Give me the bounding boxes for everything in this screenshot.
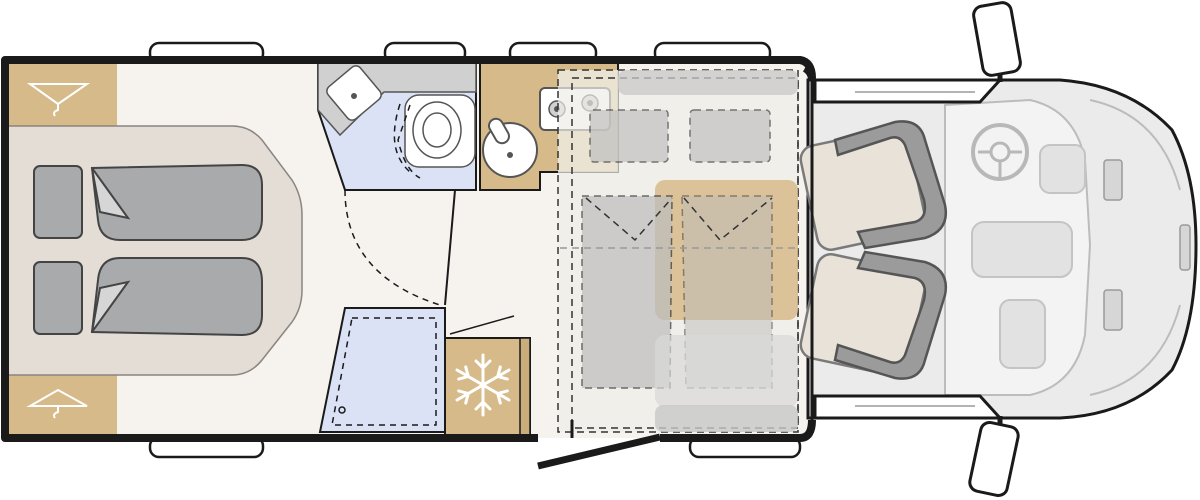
bench-backrest-top	[618, 70, 798, 95]
duvet-top-fold	[91, 167, 131, 220]
bedroom	[4, 60, 303, 438]
steering-wheel-icon	[971, 123, 1029, 181]
bathroom-door-wall	[444, 189, 456, 306]
cushion-top-left	[589, 109, 669, 163]
entry-door-leaf[interactable]	[537, 433, 661, 470]
bathroom	[317, 61, 477, 433]
cushion-top-right	[689, 109, 771, 163]
pillow-bottom	[33, 261, 83, 335]
fridge-side-panel	[519, 337, 531, 437]
bench-cushion-bottom	[655, 335, 798, 407]
hood-edge	[1089, 99, 1181, 396]
cab-seat-driver	[799, 120, 948, 251]
snowflake-icon	[455, 353, 511, 417]
dash-pad-1	[1039, 144, 1086, 194]
shower-drain	[338, 406, 346, 414]
hook-icon	[26, 83, 91, 117]
duvet-bottom	[90, 257, 263, 337]
bed-fold-right	[683, 197, 773, 242]
cab-door-top	[813, 78, 1004, 104]
grille	[1179, 224, 1191, 271]
cab-door-bottom	[813, 394, 1004, 420]
duvet-top	[90, 163, 263, 241]
dash-pad-2	[971, 221, 1073, 278]
bed-mattress	[4, 125, 303, 376]
sink-icon	[326, 65, 382, 121]
bed-fold-left	[585, 197, 673, 242]
dash-pad-3	[999, 299, 1046, 369]
headlight-top	[1103, 159, 1123, 201]
cab-seat-passenger	[799, 250, 948, 380]
shower-outline	[331, 317, 437, 426]
mirror-bottom	[968, 416, 1020, 498]
sink-icon	[482, 117, 538, 178]
pillow-top	[33, 165, 83, 239]
fridge-door-line	[449, 315, 515, 335]
hook-icon	[26, 388, 88, 419]
lounge	[557, 69, 799, 433]
bench-backrest-bottom	[655, 405, 798, 432]
bathroom-door-swing	[393, 103, 421, 179]
duvet-bottom-fold	[91, 280, 131, 333]
toilet-icon	[404, 94, 476, 168]
mirror-top	[972, 1, 1022, 82]
rear-wardrobe-top	[5, 60, 117, 126]
headlight-bottom	[1103, 289, 1123, 331]
